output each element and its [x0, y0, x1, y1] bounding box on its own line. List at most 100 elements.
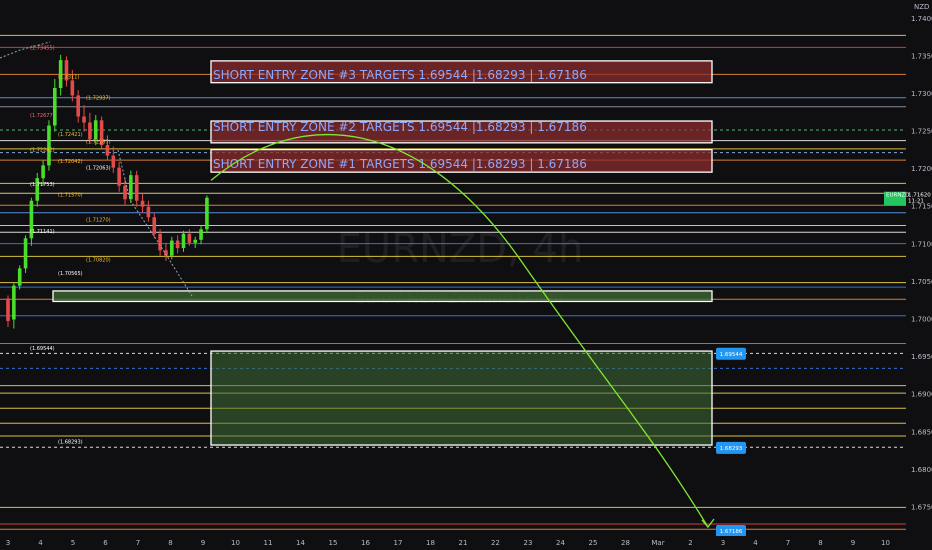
- symbol-watermark: EURNZD, 4h: [337, 226, 584, 272]
- price-annotation: (1.72267): [86, 139, 111, 145]
- candle-body: [199, 229, 203, 240]
- short-entry-zone: [210, 60, 713, 84]
- time-tick: 8: [168, 539, 172, 547]
- short-entry-zone: [210, 148, 713, 173]
- candle-body: [12, 285, 16, 320]
- candle-body: [181, 233, 186, 249]
- support-zone: [52, 290, 713, 303]
- candle-body: [175, 240, 180, 249]
- price-annotation: (1.71270): [86, 218, 111, 224]
- time-tick: 18: [426, 539, 435, 547]
- time-tick: 3: [721, 539, 725, 547]
- time-tick: 7: [136, 539, 140, 547]
- price-tick: 1.68000: [911, 466, 932, 474]
- price-annotation: (1.72063): [86, 166, 111, 172]
- current-price-time: 11:21: [908, 199, 924, 205]
- target-label: 1.67186: [720, 529, 743, 535]
- time-tick: 28: [621, 539, 630, 547]
- time-tick: 6: [103, 539, 108, 547]
- candle-body: [158, 233, 162, 251]
- price-tick: 1.72000: [911, 165, 932, 173]
- time-tick: 5: [71, 539, 75, 547]
- price-tick: 1.73500: [911, 52, 932, 60]
- price-axis-background: [906, 0, 932, 550]
- candle-body: [170, 240, 174, 256]
- time-tick: 16: [361, 539, 370, 547]
- time-tick: 21: [459, 539, 468, 547]
- time-axis-background: [0, 536, 932, 550]
- time-tick: 11: [264, 539, 273, 547]
- price-annotation: (1.7311): [58, 75, 79, 81]
- current-price-symbol: EURNZD: [886, 193, 909, 199]
- candle-body: [29, 200, 34, 239]
- candle-body: [47, 125, 51, 166]
- candle-body: [146, 206, 151, 218]
- target-badge: [716, 441, 746, 454]
- price-annotation: (1.71570): [58, 193, 83, 199]
- candle-body: [152, 217, 157, 234]
- price-tick: 1.71500: [911, 203, 932, 211]
- current-price-value: 1.71620: [908, 193, 931, 199]
- target-zone: [210, 350, 713, 446]
- time-tick: 17: [394, 539, 403, 547]
- time-tick: 8: [818, 539, 822, 547]
- price-annotation: (1.72042): [58, 159, 83, 165]
- zones-layer: [52, 60, 713, 446]
- time-tick: 22: [491, 539, 500, 547]
- candle-body: [117, 167, 121, 186]
- price-tick: 1.69500: [911, 353, 932, 361]
- candle-body: [41, 165, 45, 179]
- price-tick: 1.70000: [911, 315, 932, 323]
- price-annotation: (1.73455): [30, 45, 55, 51]
- price-annotation: (1.68293): [58, 439, 83, 445]
- time-tick: 24: [556, 539, 565, 547]
- target-label: 1.68293: [720, 446, 743, 452]
- price-tick: 1.74000: [911, 15, 932, 23]
- trend-line-lower: [117, 149, 193, 297]
- candle-body: [105, 145, 110, 156]
- currency-label: NZD: [914, 3, 929, 11]
- price-annotation: (1.71141): [30, 229, 55, 235]
- time-tick: 7: [786, 539, 790, 547]
- price-tick: 1.68500: [911, 428, 932, 436]
- candle-body: [35, 178, 40, 201]
- price-annotation: (1.72421): [58, 132, 83, 138]
- candle-body: [76, 95, 80, 117]
- candle-body: [93, 120, 98, 140]
- candles-layer: [6, 54, 209, 329]
- candle-body: [64, 60, 69, 81]
- price-axis-ticks: 1.740001.735001.730001.725001.720001.715…: [911, 15, 932, 512]
- time-tick: 4: [38, 539, 43, 547]
- trend-line-upper: [0, 41, 51, 59]
- price-annotation: (1.71753): [30, 182, 55, 188]
- candle-body: [6, 298, 10, 321]
- candle-body: [82, 116, 86, 123]
- price-tick: 1.71000: [911, 240, 932, 248]
- candle-body: [193, 239, 197, 243]
- candle-body: [88, 122, 92, 140]
- short-entry-zone: [210, 120, 713, 144]
- projection-arc: [210, 133, 709, 528]
- candle-body: [187, 233, 192, 243]
- candle-body: [134, 175, 139, 201]
- price-annotation: (1.70820): [86, 257, 111, 263]
- candle-body: [99, 120, 104, 146]
- time-tick: 10: [231, 539, 240, 547]
- zone-3-label: SHORT ENTRY ZONE #3 TARGETS 1.69544 |1.6…: [213, 68, 587, 82]
- time-tick: Mar: [651, 539, 664, 547]
- candle-body: [53, 87, 57, 126]
- time-tick: 3: [6, 539, 10, 547]
- time-tick: 14: [296, 539, 305, 547]
- target-label: 1.69544: [720, 352, 743, 358]
- target-badge: [716, 525, 746, 538]
- price-annotation: (1.72937): [86, 96, 111, 102]
- price-tick: 1.72500: [911, 128, 932, 136]
- time-tick: 2: [688, 539, 692, 547]
- candle-body: [140, 200, 145, 207]
- time-tick: 10: [881, 539, 890, 547]
- price-annotation: (1.69544): [30, 346, 55, 352]
- price-tick: 1.67500: [911, 503, 932, 511]
- time-tick: 23: [524, 539, 533, 547]
